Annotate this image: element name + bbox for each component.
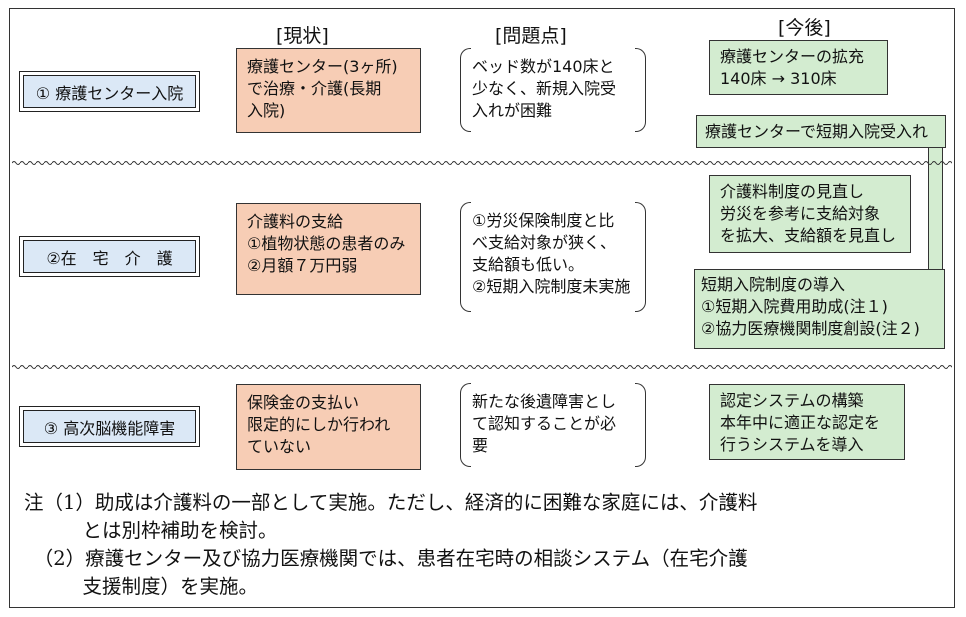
footnote-line: （2）療護センター及び協力医療機関では、患者在宅時の相談システム（在宅介護 xyxy=(24,547,748,570)
diagram-frame: [現状] [問題点] [今後] ① 療護センター入院 療護センター(3ヶ所) で… xyxy=(9,8,955,608)
future-line: 療護センターの拡充 xyxy=(720,47,865,66)
header-future: [今後] xyxy=(778,17,831,39)
footnote-line: とは別枠補助を検討。 xyxy=(24,519,278,542)
future-box-row2-care-allowance: 介護料制度の見直し 労災を参考に支給対象 を拡大、支給額を見直し xyxy=(709,175,911,253)
row-label-text: ① 療護センター入院 xyxy=(23,75,196,108)
future-line: 140床 → 310床 xyxy=(720,69,837,88)
problem-line: て認知することが必 xyxy=(472,414,617,433)
future-line: 療護センターで短期入院受入れ xyxy=(705,121,929,141)
problem-box-row1: ベッド数が140床と 少なく、新規入院受 入れが困難 xyxy=(460,48,646,132)
current-line: 保険金の支払い xyxy=(247,393,360,412)
section-divider xyxy=(12,159,952,167)
problem-line: ②短期入院制度未実施 xyxy=(472,277,631,296)
current-line: 療護センター(3ヶ所) xyxy=(247,57,398,76)
current-box-row1: 療護センター(3ヶ所) で治療・介護(長期 入院) xyxy=(236,48,421,133)
current-line: で治療・介護(長期 xyxy=(247,79,382,98)
future-line: を拡大、支給額を見直し xyxy=(720,226,897,245)
current-line: ていない xyxy=(247,437,312,456)
row-label-text: ③ 高次脳機能障害 xyxy=(23,410,196,443)
future-line: ②協力医療機関制度創設(注２) xyxy=(701,319,920,338)
problem-line: 入れが困難 xyxy=(472,101,553,120)
future-line: 本年中に適正な認定を xyxy=(720,413,881,432)
short-stay-connector xyxy=(928,148,943,287)
future-box-row1-short-stay: 療護センターで短期入院受入れ xyxy=(696,115,946,148)
header-current: [現状] xyxy=(276,25,329,47)
problem-line: 少なく、新規入院受 xyxy=(472,79,617,98)
problem-line: ベッド数が140床と xyxy=(472,57,615,76)
future-line: 労災を参考に支給対象 xyxy=(720,204,881,223)
future-box-row1-expansion: 療護センターの拡充 140床 → 310床 xyxy=(709,40,888,95)
problem-line: 新たな後遺障害とし xyxy=(472,392,617,411)
problem-line: ①労災保険制度と比 xyxy=(472,211,615,230)
problem-box-row3: 新たな後遺障害とし て認知することが必 要 xyxy=(460,383,646,467)
header-problem: [問題点] xyxy=(495,25,567,47)
future-box-row3-certification: 認定システムの構築 本年中に適正な認定を 行うシステムを導入 xyxy=(709,384,905,460)
row-label-home-care: ②在 宅 介 護 xyxy=(19,236,200,277)
current-box-row2: 介護料の支給 ①植物状態の患者のみ ②月額７万円弱 xyxy=(236,203,421,295)
future-line: 認定システムの構築 xyxy=(720,391,864,410)
future-line: 短期入院制度の導入 xyxy=(701,275,846,294)
row-label-ryogo-center: ① 療護センター入院 xyxy=(19,71,200,112)
section-divider xyxy=(12,363,952,371)
current-line: ②月額７万円弱 xyxy=(247,256,358,275)
problem-line: 要 xyxy=(472,436,489,455)
problem-line: べ支給対象が狭く、 xyxy=(472,233,617,252)
current-line: 介護料の支給 xyxy=(247,212,344,231)
footnotes: 注（1）助成は介護料の一部として実施。ただし、経済的に困難な家庭には、介護料 と… xyxy=(24,489,757,601)
problem-box-row2: ①労災保険制度と比 べ支給対象が狭く、 支給額も低い。 ②短期入院制度未実施 xyxy=(460,202,646,312)
row-label-text: ②在 宅 介 護 xyxy=(23,240,196,273)
current-line: 入院) xyxy=(247,101,286,120)
future-line: 行うシステムを導入 xyxy=(720,435,864,454)
current-line: 限定的にしか行われ xyxy=(247,415,391,434)
row-label-brain-dysfunction: ③ 高次脳機能障害 xyxy=(19,406,200,447)
future-line: ①短期入院費用助成(注１) xyxy=(701,297,888,316)
footnote-line: 注（1）助成は介護料の一部として実施。ただし、経済的に困難な家庭には、介護料 xyxy=(24,491,758,514)
footnote-line: 支援制度）を実施。 xyxy=(24,575,259,598)
future-box-row2-short-stay-system: 短期入院制度の導入 ①短期入院費用助成(注１) ②協力医療機関制度創設(注２) xyxy=(694,269,945,349)
future-line: 介護料制度の見直し xyxy=(720,182,865,201)
current-box-row3: 保険金の支払い 限定的にしか行われ ていない xyxy=(236,384,421,470)
current-line: ①植物状態の患者のみ xyxy=(247,234,406,253)
problem-line: 支給額も低い。 xyxy=(472,255,585,274)
